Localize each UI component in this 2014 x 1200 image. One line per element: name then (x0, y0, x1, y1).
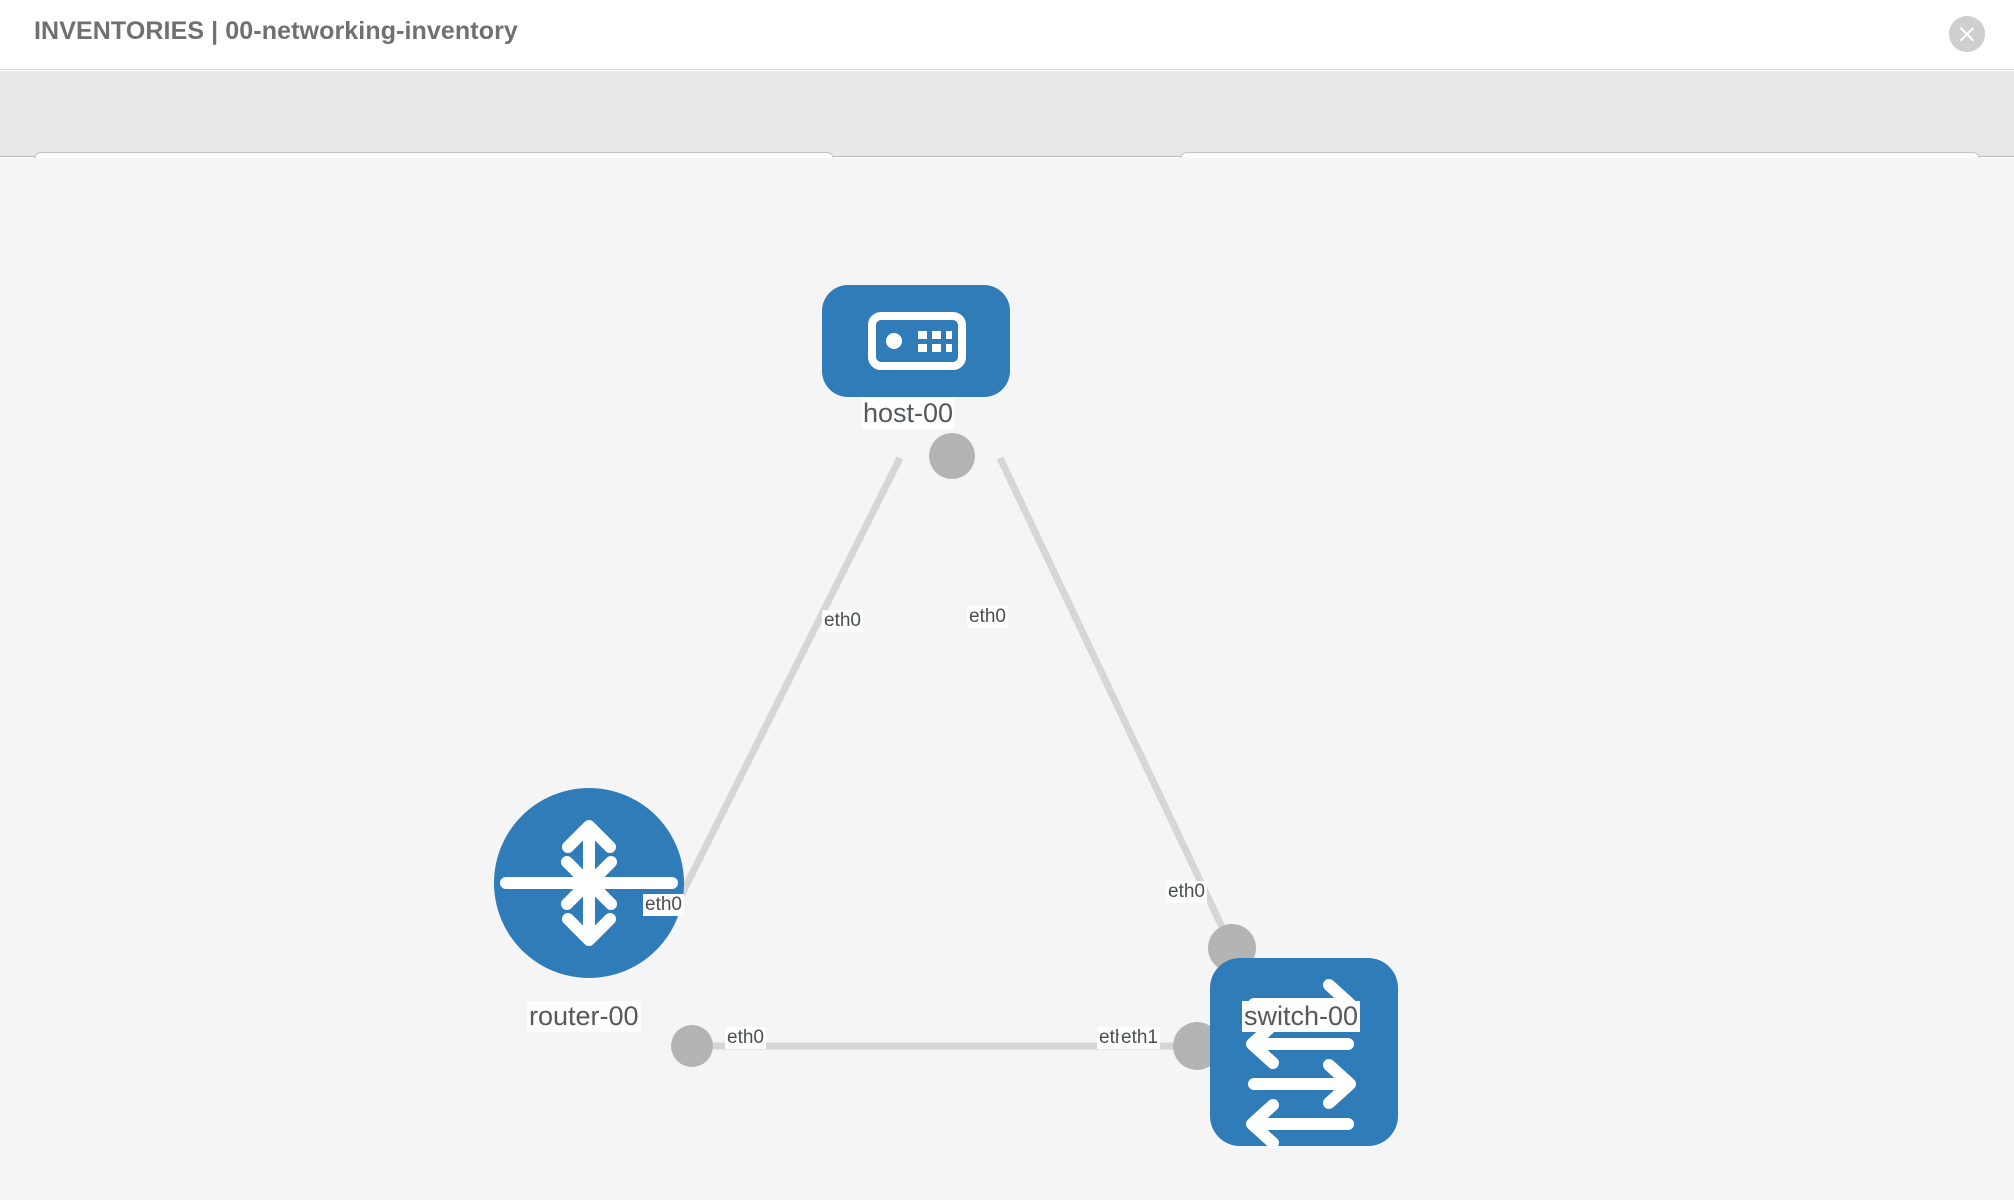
node-router-00 (494, 788, 684, 978)
toolbar: ACTIONS SEARCH (0, 71, 2014, 205)
topology-graph[interactable] (0, 158, 2014, 1200)
link-host00-router00 (676, 456, 904, 900)
iface-label-switch00-left-b: eth1 (1119, 1027, 1160, 1049)
node-label-router-00: router-00 (527, 1001, 641, 1033)
node-label-switch-00: switch-00 (1242, 1001, 1361, 1033)
node-host-00 (822, 285, 1010, 397)
close-icon[interactable] (1949, 16, 1985, 52)
iface-label-router00-up: eth0 (643, 894, 684, 916)
connector-host00-right (929, 433, 975, 479)
topology-canvas[interactable]: host-00 router-00 switch-00 eth0 eth0 et… (0, 158, 2014, 1200)
page-title: INVENTORIES | 00-networking-inventory (34, 17, 518, 45)
four-arrows-inward-icon (500, 820, 678, 946)
connector-switch00-left (1173, 1022, 1221, 1070)
topology-connectors (671, 433, 1256, 1070)
iface-label-switch00-up: eth0 (1166, 881, 1207, 903)
page-header: INVENTORIES | 00-networking-inventory (0, 0, 2014, 70)
link-host00-switch00 (996, 456, 1236, 950)
topology-links (676, 456, 1236, 1050)
server-device-icon (868, 312, 966, 370)
iface-label-host00-left: eth0 (822, 610, 863, 632)
iface-label-router00-right: eth0 (725, 1027, 766, 1049)
node-switch-00 (1210, 958, 1398, 1149)
iface-label-host00-right: eth0 (967, 606, 1008, 628)
connector-router00-right (671, 1025, 713, 1067)
node-label-host-00: host-00 (861, 398, 956, 430)
